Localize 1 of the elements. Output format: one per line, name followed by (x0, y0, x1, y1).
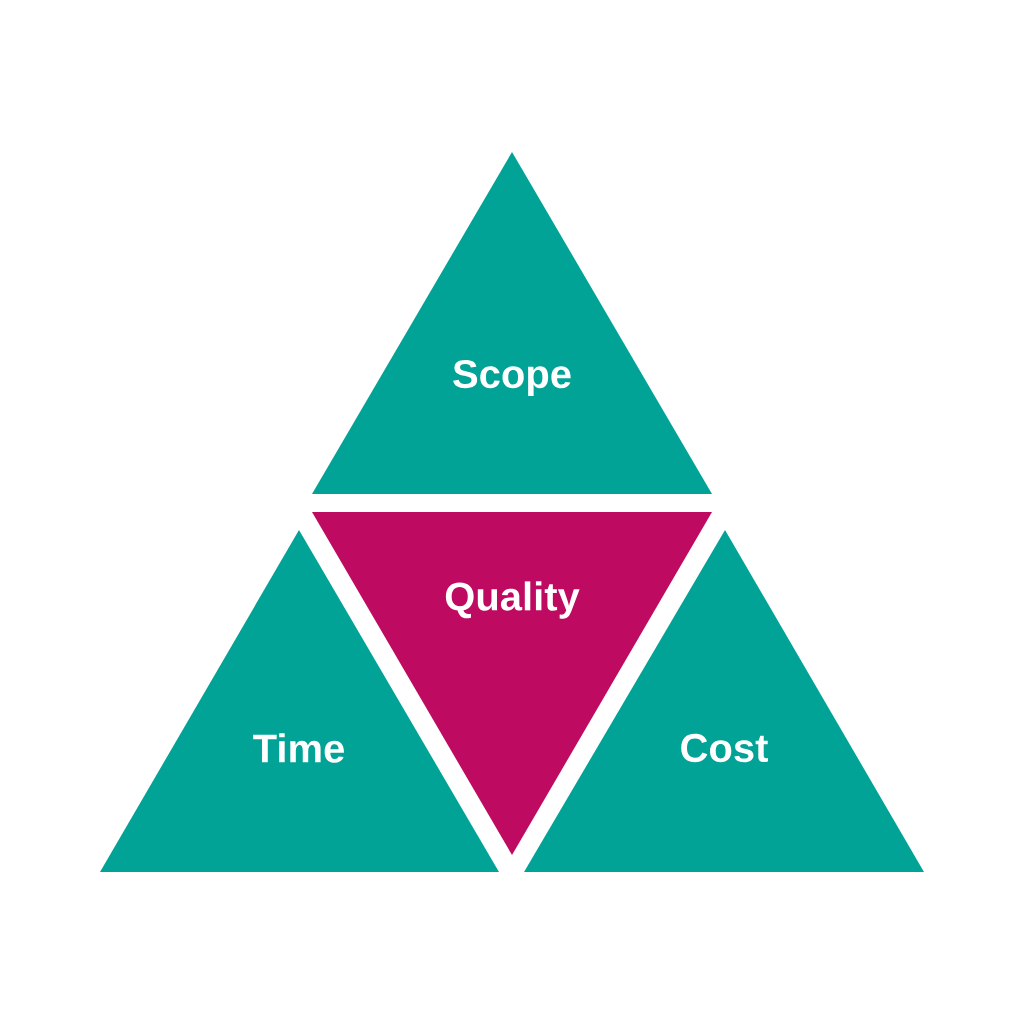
triangle: Scope (312, 152, 712, 494)
